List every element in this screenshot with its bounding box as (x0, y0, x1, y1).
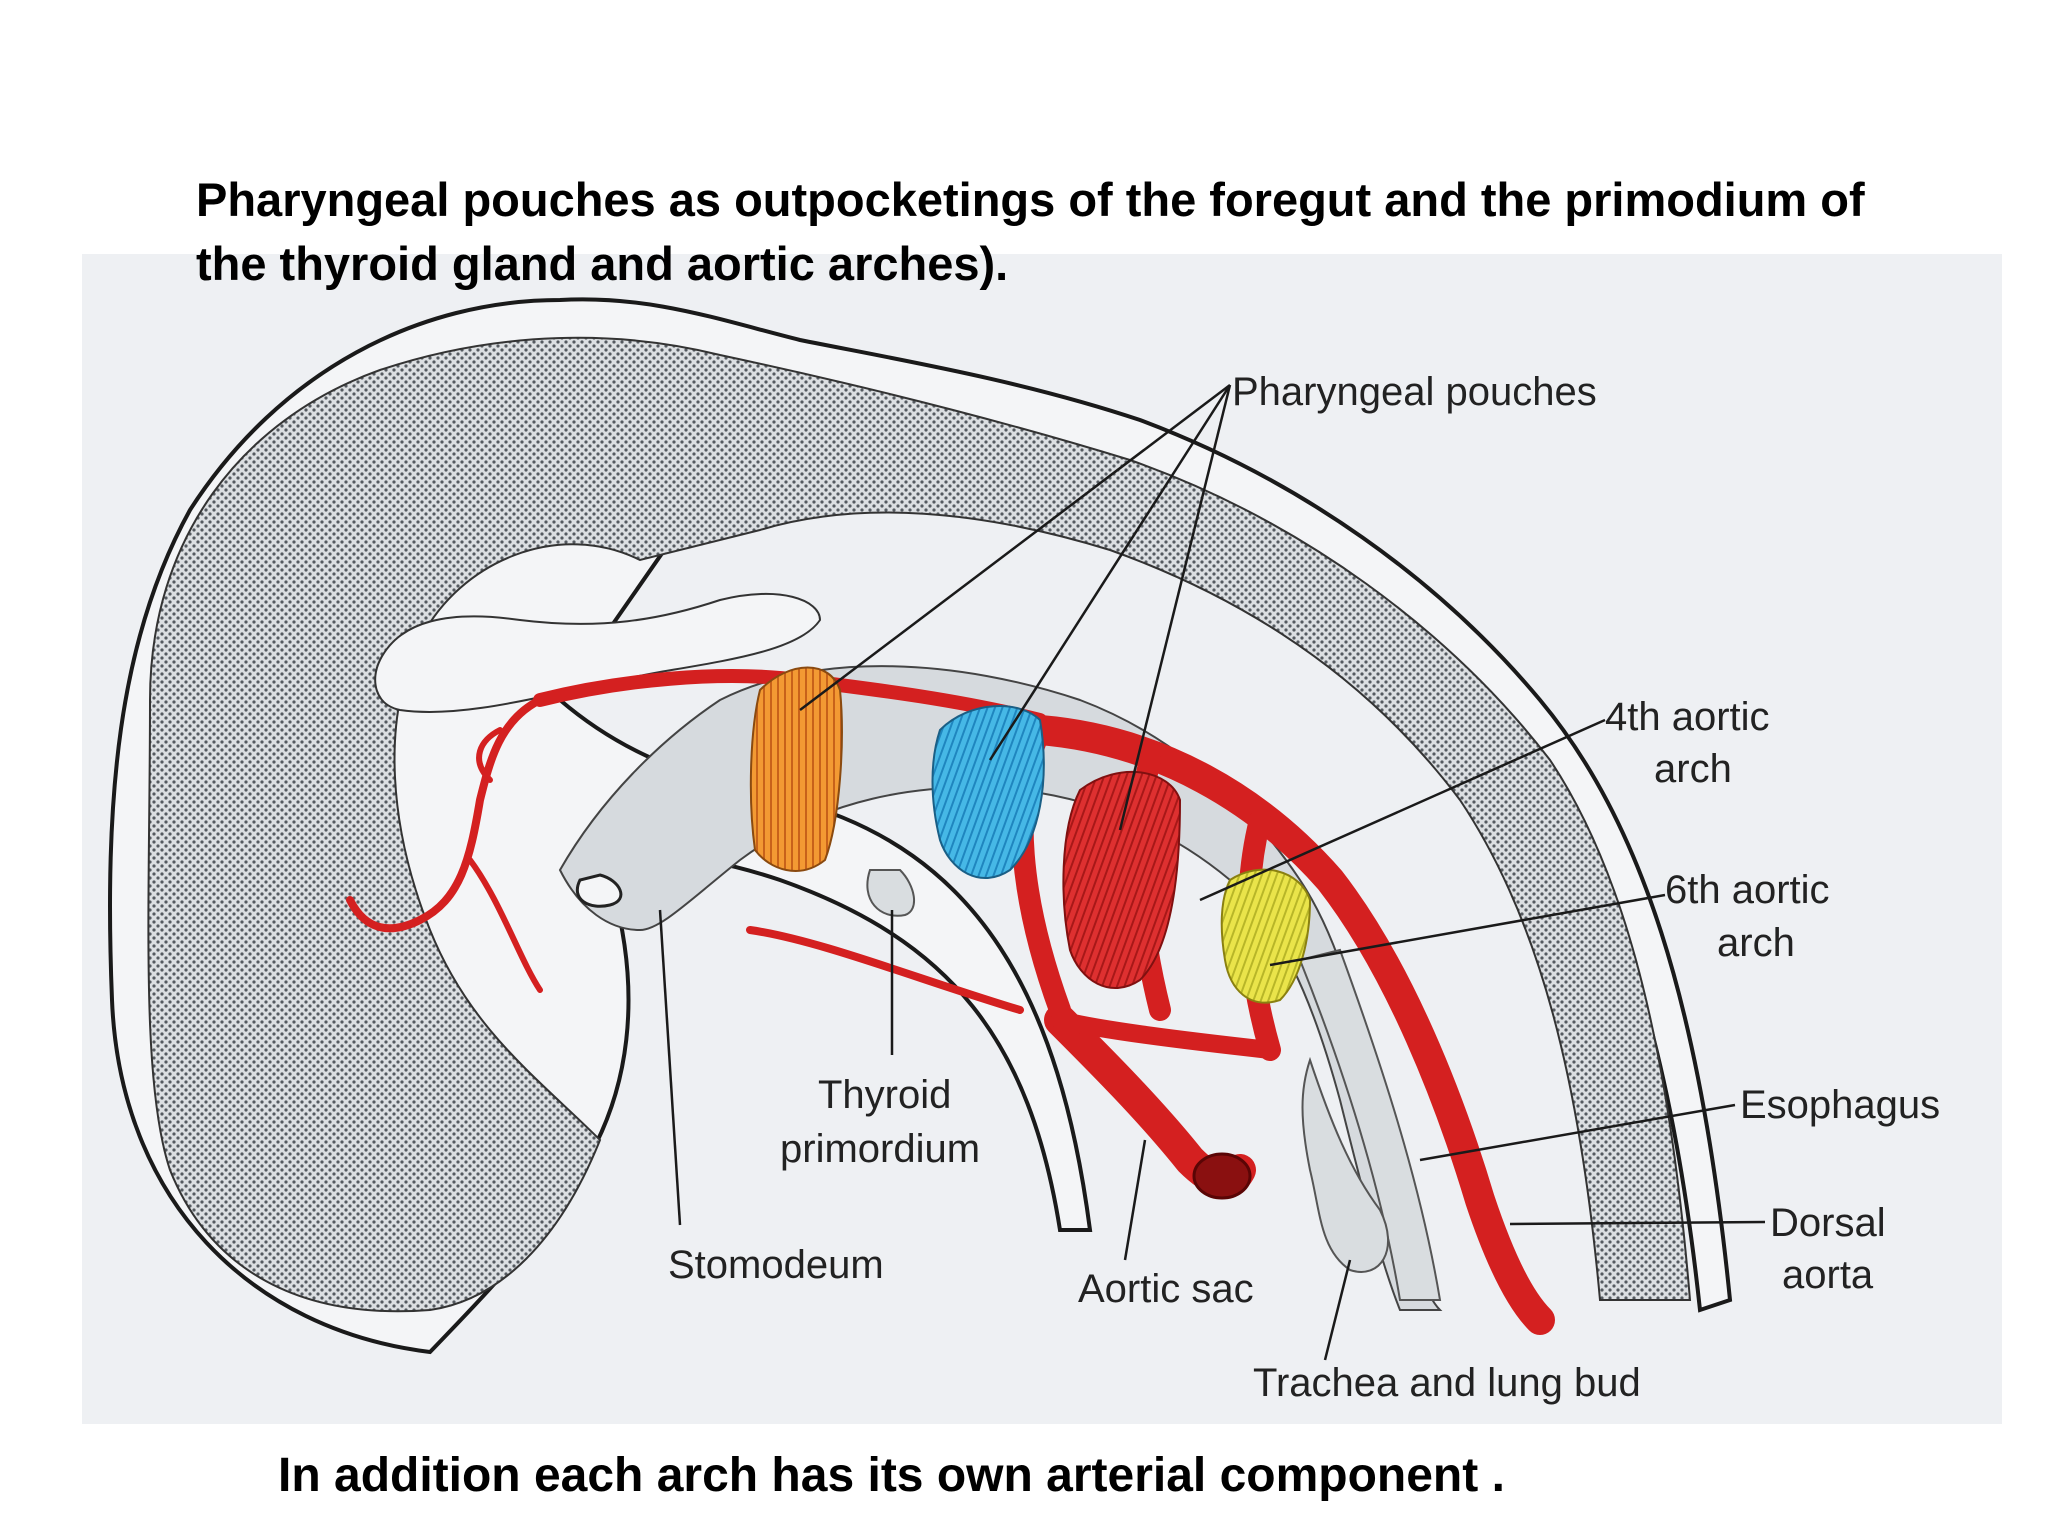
slide-caption: In addition each arch has its own arteri… (278, 1449, 1505, 1502)
leader-pouch-2 (988, 384, 1232, 761)
label-4th-aortic-arch-2: arch (1654, 747, 1732, 791)
leader-lines (658, 384, 1766, 1361)
leader-stomodeum (658, 909, 682, 1226)
head-artery (346, 696, 544, 933)
label-4th-aortic-arch-1: 4th aortic (1605, 695, 1770, 739)
dorsal-aorta (1025, 715, 1555, 1335)
label-stomodeum: Stomodeum (668, 1243, 884, 1287)
slide-title: Pharyngeal pouches as outpocketings of t… (196, 168, 2036, 296)
label-thyroid-2: primordium (780, 1127, 980, 1171)
small-vessel (746, 926, 1024, 1014)
leader-esophagus (1419, 1103, 1736, 1162)
aortic-sac-opening (1192, 1152, 1252, 1200)
trachea-lung-bud (1301, 1056, 1390, 1273)
head-artery-branch (476, 727, 503, 783)
leader-aortic-sac (1123, 1139, 1147, 1261)
leader-dorsal-aorta (1509, 1220, 1766, 1226)
head-cavity (374, 592, 822, 713)
leader-trachea (1323, 1259, 1352, 1361)
label-esophagus: Esophagus (1740, 1083, 1940, 1127)
leader-pouch-3 (1118, 384, 1232, 831)
neural-tissue-band (147, 336, 1692, 1313)
leader-pouch-1 (799, 384, 1231, 711)
esophagus-tube (1298, 948, 1442, 1301)
leader-6th-arch (1269, 893, 1666, 967)
label-pharyngeal-pouches: Pharyngeal pouches (1232, 370, 1597, 414)
leader-4th-arch (1199, 718, 1606, 902)
label-thyroid-1: Thyroid (818, 1073, 951, 1117)
label-6th-aortic-arch-2: arch (1717, 921, 1795, 965)
pharyngeal-pouch-4 (1220, 868, 1312, 1004)
ventral-connection (1051, 1011, 1279, 1059)
label-trachea-lung-bud: Trachea and lung bud (1253, 1361, 1641, 1405)
pharyngeal-pouch-2 (931, 705, 1045, 880)
label-aortic-sac: Aortic sac (1078, 1267, 1254, 1311)
title-line-2: the thyroid gland and aortic arches). (196, 237, 1009, 290)
label-6th-aortic-arch-1: 6th aortic (1665, 868, 1830, 912)
stomodeum-shape (575, 873, 623, 908)
head-artery-branch-2 (467, 857, 543, 993)
title-line-1: Pharyngeal pouches as outpocketings of t… (196, 173, 1865, 226)
pharyngeal-pouch-1 (749, 666, 843, 872)
label-dorsal-aorta-2: aorta (1782, 1253, 1874, 1297)
pharyngeal-pouch-3 (1062, 770, 1182, 990)
thyroid-primordium-shape (866, 869, 915, 917)
label-dorsal-aorta-1: Dorsal (1770, 1201, 1886, 1245)
